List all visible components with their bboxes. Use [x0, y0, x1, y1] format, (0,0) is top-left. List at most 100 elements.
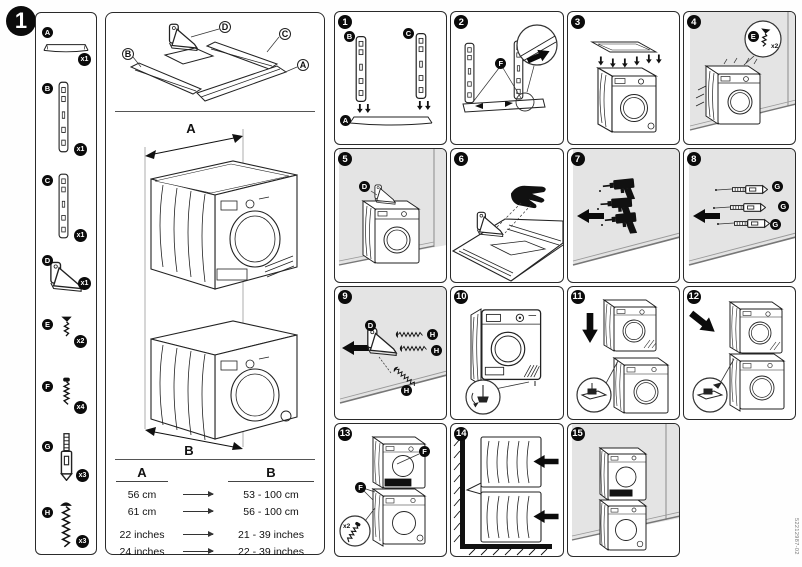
- label-A: A: [340, 115, 351, 126]
- step-number-badge: 15: [570, 426, 585, 441]
- part-label: E: [42, 319, 53, 330]
- step-14-drawing: [453, 433, 559, 556]
- size-table: A B 56 cm 53 - 100 cm 61 cm 56 - 100 cm …: [116, 465, 314, 560]
- part-label: B: [42, 83, 53, 94]
- value-b: 22 - 39 inches: [238, 545, 304, 558]
- table-row: 24 inches 22 - 39 inches: [116, 543, 314, 560]
- exploded-label-A: A: [300, 60, 307, 70]
- step-number-badge: 8: [686, 152, 701, 167]
- step-number-badge: 13: [338, 426, 352, 441]
- step-6-drawing: [452, 179, 563, 282]
- part-label: C: [42, 175, 53, 186]
- rail-right-icon: [58, 173, 69, 239]
- column-a-header: A: [116, 465, 168, 482]
- divider: [115, 111, 315, 112]
- part-qty: x1: [74, 143, 87, 156]
- label-F: F: [419, 445, 430, 457]
- part-label: H: [42, 507, 53, 518]
- part-label: F: [42, 381, 53, 392]
- label-G: G: [777, 201, 789, 213]
- label-D: D: [359, 181, 370, 193]
- rail-left-icon: [58, 81, 69, 153]
- step-number-badge: 9: [338, 289, 352, 304]
- step-panel-3: 3: [566, 11, 680, 146]
- part-qty: x1: [78, 53, 91, 66]
- step-panel-12: 12: [682, 285, 796, 420]
- value-a: 24 inches: [119, 545, 165, 558]
- right-arrow-icon: [183, 530, 214, 538]
- label-H: H: [401, 384, 412, 396]
- quantity-text: x2: [343, 523, 351, 530]
- wall-bracket-icon: [48, 261, 84, 294]
- part-item-E: E x2: [40, 313, 92, 363]
- part-item-C: C x1: [40, 171, 92, 251]
- page-number-badge: 1: [6, 6, 36, 36]
- step-2-drawing: [462, 24, 558, 113]
- label-H: H: [427, 328, 438, 340]
- part-label: A: [42, 27, 53, 38]
- part-qty: x4: [74, 401, 87, 414]
- step-panel-1: 1 B C A: [334, 11, 448, 146]
- step-3-drawing: [589, 41, 662, 133]
- part-item-B: B x1: [40, 79, 92, 165]
- right-arrow-icon: [183, 507, 214, 515]
- part-qty: x1: [74, 229, 87, 242]
- label-B: B: [344, 31, 355, 42]
- label-C: C: [403, 28, 414, 39]
- step-number-badge: 2: [454, 15, 469, 29]
- table-row: 56 cm 53 - 100 cm: [116, 486, 314, 503]
- step-11-drawing: [575, 298, 670, 414]
- value-b: 53 - 100 cm: [243, 488, 299, 501]
- step-7-drawing: [572, 149, 679, 267]
- step-number-badge: 3: [570, 15, 585, 29]
- step-number-badge: 7: [570, 152, 585, 167]
- exploded-label-D: D: [222, 22, 229, 32]
- size-table-header: A B: [116, 465, 314, 482]
- table-row: 22 inches 21 - 39 inches: [116, 526, 314, 543]
- label-H: H: [431, 344, 442, 356]
- step-panel-10: 10: [450, 285, 564, 420]
- step-5-drawing: [338, 149, 447, 266]
- label-F: F: [495, 58, 507, 69]
- right-arrow-icon: [183, 490, 214, 498]
- part-item-G: G x3: [40, 433, 92, 493]
- label-G: G: [769, 219, 781, 231]
- step-10-drawing: [465, 307, 542, 415]
- part-qty: x2: [74, 335, 87, 348]
- step-panel-15: 15: [566, 422, 680, 557]
- value-a: 61 cm: [127, 505, 157, 518]
- part-item-A: A x1: [40, 27, 92, 69]
- step-panel-5: 5 D: [334, 148, 448, 283]
- step-number-badge: 14: [454, 426, 469, 441]
- step-panel-13: 13: [334, 422, 448, 557]
- label-G: G: [771, 181, 783, 193]
- step-9-drawing: [339, 286, 447, 404]
- value-b: 21 - 39 inches: [238, 528, 304, 541]
- step-number-badge: 6: [454, 152, 469, 167]
- step-panel-14: 14: [450, 422, 564, 557]
- step-panel-7: 7: [566, 148, 680, 283]
- part-item-D: D x1: [40, 253, 92, 299]
- table-row: 61 cm 56 - 100 cm: [116, 503, 314, 520]
- divider: [115, 459, 315, 460]
- label-F: F: [355, 481, 366, 493]
- overview-panel: D C B A A: [105, 12, 325, 558]
- stacked-machines-drawing: A: [144, 121, 298, 457]
- part-item-F: F x4: [40, 375, 92, 427]
- step-number-badge: 11: [570, 289, 585, 304]
- step-number-badge: 12: [686, 289, 701, 304]
- step-panel-8: 8 G G G: [682, 148, 796, 283]
- quantity-text: x2: [771, 43, 779, 50]
- part-label: D: [42, 255, 53, 266]
- step-1-drawing: [349, 32, 433, 126]
- label-D: D: [365, 319, 376, 331]
- part-label: G: [42, 441, 53, 452]
- value-b: 56 - 100 cm: [243, 505, 299, 518]
- steps-grid: 1 B C A 2: [334, 11, 796, 557]
- step-15-drawing: [571, 423, 679, 551]
- part-qty: x3: [76, 535, 89, 548]
- step-panel-6: 6: [450, 148, 564, 283]
- step-panel-11: 11: [566, 285, 680, 420]
- step-number-badge: 10: [454, 289, 469, 304]
